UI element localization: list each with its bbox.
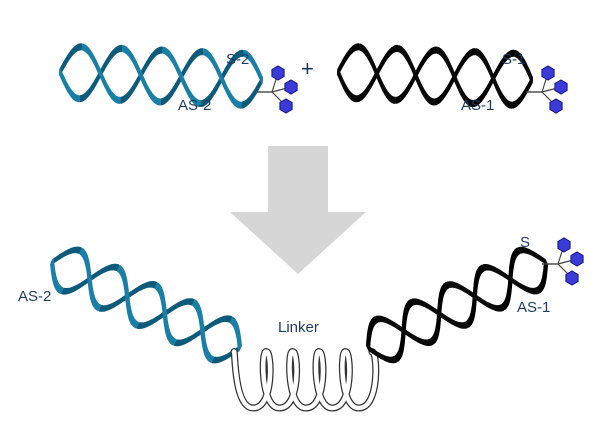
top-right-helix — [337, 43, 533, 109]
bottom-left-label: AS-2 — [18, 288, 51, 305]
top-left-antisense-label: AS-2 — [178, 97, 211, 114]
bottom-left-helix-strand-a-segment-6 — [79, 248, 102, 312]
top-right-helix-strand-b-segment-10 — [397, 45, 435, 106]
top-left-ligand-hexagon-1 — [284, 79, 298, 95]
top-left-helix-strand-b-segment-10 — [122, 45, 161, 106]
bottom-right-ligand-hexagon-2 — [565, 270, 579, 286]
bottom-right-helix-strand-a-segment-7 — [446, 281, 505, 312]
bottom-left-helix-strand-a-segment-8 — [229, 316, 242, 352]
linker-coil-outline — [230, 348, 380, 412]
plus-sign: + — [301, 56, 314, 81]
top-left-duplex: S-2 AS-2 — [59, 43, 298, 114]
top-left-ligand-hexagon-0 — [271, 65, 285, 81]
top-right-antisense-label: AS-1 — [461, 97, 494, 114]
bottom-right-ligand-hexagon-1 — [570, 251, 584, 267]
top-left-helix-strand-a-segment-0 — [59, 43, 83, 76]
bottom-right-ligand-hexagon-0 — [557, 237, 571, 253]
top-right-helix-strand-a-segment-6 — [358, 43, 397, 104]
top-right-ligand-hexagon-1 — [554, 79, 568, 95]
top-left-helix-strand-a-segment-8 — [243, 49, 263, 84]
bottom-right-antisense-label: AS-1 — [517, 299, 550, 316]
top-right-helix-strand-b-segment-11 — [475, 48, 513, 109]
bottom-right-helix — [365, 246, 549, 364]
down-arrow — [230, 146, 366, 274]
top-right-helix-strand-a-segment-8 — [514, 49, 533, 84]
bottom-right-helix-strand-a-segment-6 — [375, 315, 434, 347]
bottom-conjugate: AS-2 Linker S AS-1 — [18, 234, 584, 412]
bottom-left-helix-strand-b-segment-9 — [50, 258, 64, 294]
bottom-right-sense-label: S — [520, 234, 530, 251]
bottom-left-helix — [50, 246, 242, 364]
top-left-ligand — [256, 65, 298, 114]
top-right-duplex: S-1 AS-1 — [337, 43, 568, 114]
top-left-helix — [59, 43, 263, 109]
top-right-helix-strand-b-segment-9 — [337, 68, 358, 103]
top-left-helix-strand-a-segment-7 — [162, 46, 202, 108]
bottom-right-ligand — [542, 237, 584, 286]
bottom-right-helix-strand-b-segment-11 — [482, 263, 540, 295]
bottom-right-helix-strand-b-segment-9 — [365, 344, 398, 364]
bottom-right-helix-strand-b-segment-10 — [411, 298, 469, 329]
bottom-right-helix-strand-a-segment-8 — [517, 246, 549, 266]
bottom-left-helix-strand-a-segment-0 — [50, 246, 82, 266]
bottom-left-helix-strand-a-segment-7 — [154, 282, 177, 346]
top-right-ligand-hexagon-2 — [549, 98, 563, 114]
linker-coil — [230, 348, 380, 412]
bottom-left-helix-strand-b-segment-11 — [192, 299, 214, 363]
bottom-left-helix-strand-b-segment-10 — [116, 265, 139, 329]
top-right-sense-label: S-1 — [502, 51, 525, 68]
top-right-helix-strand-a-segment-7 — [436, 46, 474, 108]
top-right-ligand-hexagon-0 — [541, 65, 555, 81]
top-right-helix-strand-a-segment-0 — [337, 43, 360, 76]
top-left-sense-label: S-2 — [226, 51, 249, 68]
top-right-ligand — [526, 65, 568, 114]
top-left-helix-strand-b-segment-9 — [59, 68, 81, 103]
linker-coil-fill — [231, 349, 379, 411]
top-left-helix-strand-b-segment-11 — [203, 48, 242, 109]
linker-label: Linker — [278, 319, 319, 336]
bottom-right-helix-strand-a-segment-0 — [365, 316, 379, 352]
top-left-ligand-hexagon-2 — [279, 98, 293, 114]
top-left-helix-strand-a-segment-6 — [81, 43, 121, 104]
